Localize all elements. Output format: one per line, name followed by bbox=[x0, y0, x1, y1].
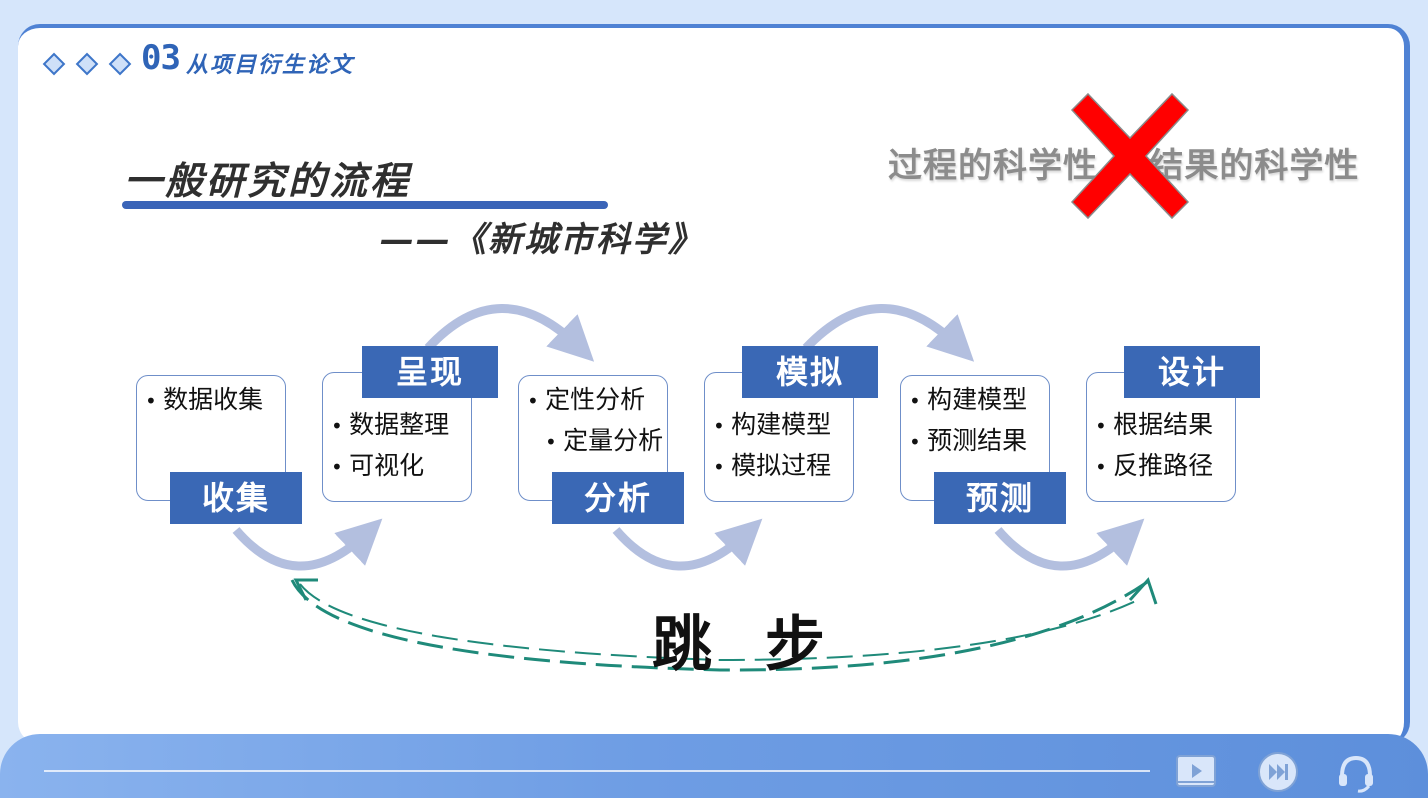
bullet-item: 定量分析 bbox=[545, 421, 663, 462]
rigor-statement: 过程的科学性 结果的科学性 bbox=[888, 146, 1360, 186]
footer-divider bbox=[44, 770, 1150, 772]
bullet-text: 定量分析 bbox=[563, 426, 664, 455]
step-bullets: 数据收集 bbox=[145, 380, 263, 421]
bullet-item: 定性分析 bbox=[527, 380, 663, 421]
subtitle: ——《新城市科学》 bbox=[380, 220, 704, 260]
arrow-present-to-analyze bbox=[424, 304, 595, 362]
section-number: 03 bbox=[141, 38, 181, 78]
arrow-analyze-to-simulate bbox=[612, 518, 763, 571]
step-label-present: 呈现 bbox=[362, 346, 498, 398]
skip-forward-icon[interactable] bbox=[1256, 750, 1300, 794]
bullet-item: 可视化 bbox=[331, 446, 449, 487]
bullet-item: 反推路径 bbox=[1095, 446, 1213, 487]
arrow-collect-to-present bbox=[232, 518, 383, 571]
headset-icon[interactable] bbox=[1334, 750, 1378, 794]
step-label-design: 设计 bbox=[1124, 346, 1260, 398]
step-bullets: 定性分析 定量分析 bbox=[527, 380, 663, 462]
step-bullets: 构建模型 预测结果 bbox=[909, 380, 1027, 462]
step-label-analyze: 分析 bbox=[552, 472, 684, 524]
bullet-item: 模拟过程 bbox=[713, 446, 831, 487]
title-underline bbox=[122, 201, 608, 209]
bullet-item: 预测结果 bbox=[909, 421, 1027, 462]
video-icon[interactable] bbox=[1174, 750, 1218, 794]
section-title: 从项目衍生论文 bbox=[186, 53, 355, 78]
jump-arrow-start-head bbox=[293, 578, 318, 601]
jump-label: 跳 步 bbox=[652, 610, 841, 680]
bullet-item: 数据收集 bbox=[145, 380, 263, 421]
arrow-simulate-to-predict bbox=[802, 304, 975, 362]
bullet-item: 构建模型 bbox=[713, 405, 831, 446]
step-label-predict: 预测 bbox=[934, 472, 1066, 524]
cross-mark-icon bbox=[1070, 92, 1190, 220]
bullet-item: 数据整理 bbox=[331, 405, 449, 446]
jump-arrow-inner bbox=[299, 583, 1139, 662]
step-bullets: 构建模型 模拟过程 bbox=[713, 405, 831, 487]
step-bullets: 数据整理 可视化 bbox=[331, 405, 449, 487]
main-title: 一般研究的流程 bbox=[124, 159, 412, 203]
bullet-item: 构建模型 bbox=[909, 380, 1027, 421]
step-label-simulate: 模拟 bbox=[742, 346, 878, 398]
jump-arrow-end-head bbox=[1128, 577, 1158, 605]
step-label-collect: 收集 bbox=[170, 472, 302, 524]
jump-arrow bbox=[290, 578, 1151, 672]
arrow-predict-to-design bbox=[994, 518, 1145, 571]
step-bullets: 根据结果 反推路径 bbox=[1095, 405, 1213, 487]
bullet-item: 根据结果 bbox=[1095, 405, 1213, 446]
